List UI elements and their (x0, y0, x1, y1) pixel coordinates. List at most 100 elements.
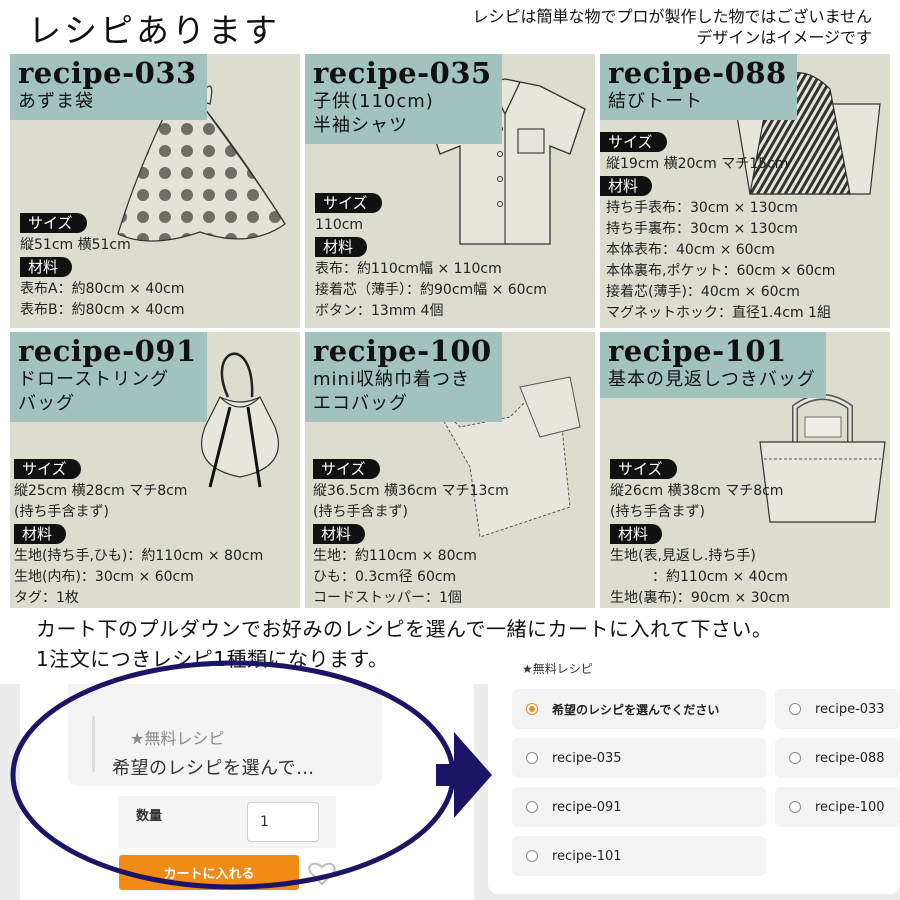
material-line: 表布：約110cm幅 × 110cm (315, 261, 502, 277)
radio-option-label: recipe-035 (552, 750, 622, 766)
radio-option-101[interactable]: recipe-101 (512, 836, 766, 876)
material-line: 生地：約110cm × 80cm (313, 548, 477, 564)
page-title: レシピあります (28, 11, 280, 50)
disclaimer-line: レシピは簡単な物でプロが製作した物ではございません (472, 7, 872, 26)
material-line: 本体表布：40cm × 60cm (606, 242, 775, 258)
recipe-tag: recipe-035 子供(110cm) 半袖シャツ (305, 54, 502, 144)
radio-option-label: recipe-033 (815, 701, 885, 717)
recipe-card-088: recipe-088 結びトート サイズ 縦19cm 横20cm マチ15cm … (600, 54, 890, 328)
size-line: (持ち手含まず) (14, 504, 109, 520)
recipe-name: 半袖シャツ (313, 115, 408, 136)
size-badge: サイズ (610, 459, 677, 479)
size-badge: サイズ (14, 459, 81, 479)
heart-icon[interactable] (308, 860, 336, 886)
recipe-tag: recipe-033 あずま袋 (10, 54, 207, 120)
recipe-code: recipe-091 (18, 334, 197, 368)
radio-selected-icon (526, 703, 538, 715)
recipe-tag: recipe-100 mini収納巾着つき エコバッグ (305, 332, 502, 422)
recipe-specs: サイズ 縦19cm 横20cm マチ15cm 材料 持ち手表布：30cm × 1… (600, 131, 835, 324)
material-line: タグ：1枚 (14, 590, 79, 606)
material-line: 接着芯(薄手)：40cm × 60cm (606, 284, 800, 300)
recipe-name: あずま袋 (18, 91, 94, 112)
size-line: 縦36.5cm 横36cm マチ13cm (313, 483, 509, 499)
recipe-code: recipe-088 (608, 56, 787, 90)
recipe-tag: recipe-088 結びトート (600, 54, 797, 120)
arrow-right-icon (436, 732, 492, 818)
material-line: 生地(持ち手,ひも)：約110cm × 80cm (14, 548, 264, 564)
material-badge: 材料 (600, 176, 653, 196)
material-line: 生地(内布)：30cm × 60cm (14, 569, 194, 585)
recipe-code: recipe-033 (18, 56, 197, 90)
recipe-specs: サイズ 縦25cm 横28cm マチ8cm (持ち手含まず) 材料 生地(持ち手… (14, 458, 263, 608)
radio-option-088[interactable]: recipe-088 (775, 738, 900, 778)
disclaimer-note: レシピは簡単な物でプロが製作した物ではございません デザインはイメージです (472, 6, 872, 48)
radio-icon (526, 850, 538, 862)
radio-option-label: recipe-091 (552, 799, 622, 815)
recipe-specs: サイズ 縦26cm 横38cm マチ8cm (持ち手含まず) 材料 生地(表,見… (610, 458, 790, 608)
size-badge: サイズ (313, 459, 380, 479)
select-value[interactable]: 希望のレシピを選んで… (112, 758, 315, 779)
eco-bag-illustration (429, 376, 581, 537)
material-line: 本体裏布,ポケット：60cm × 60cm (606, 263, 836, 279)
material-line: コードストッパー：1個 (313, 590, 462, 606)
material-line: 持ち手裏布：30cm × 130cm (606, 221, 798, 237)
material-line: 生地(裏布)：90cm × 30cm (610, 590, 790, 606)
quantity-label: 数量 (136, 809, 163, 824)
material-line: マグネットホック：直径1.4cm 1組 (606, 305, 831, 321)
material-line: 表布B：約80cm × 40cm (20, 302, 185, 318)
select-label: ★無料レシピ (130, 729, 225, 748)
radio-option-placeholder[interactable]: 希望のレシピを選んでください (512, 689, 766, 729)
recipe-card-091: recipe-091 ドローストリング バッグ サイズ 縦25cm 横28cm … (10, 332, 300, 608)
recipe-card-100: recipe-100 mini収納巾着つき エコバッグ サイズ 縦36.5cm … (305, 332, 595, 608)
radio-option-label: recipe-100 (815, 799, 885, 815)
recipe-name: 子供(110cm) (313, 91, 434, 112)
radio-option-label: 希望のレシピを選んでください (552, 702, 720, 717)
material-badge: 材料 (313, 524, 366, 544)
recipe-name: エコバッグ (313, 393, 408, 414)
material-badge: 材料 (610, 524, 663, 544)
radio-option-100[interactable]: recipe-100 (775, 787, 900, 827)
recipe-specs: サイズ 縦51cm 横51cm 材料 表布A：約80cm × 40cm 表布B：… (20, 212, 185, 321)
material-line: ボタン：13mm 4個 (315, 303, 444, 319)
radio-icon (789, 703, 801, 715)
recipe-card-101: recipe-101 基本の見返しつきバッグ サイズ 縦26cm 横38cm マ… (600, 332, 890, 608)
material-line: 表布A：約80cm × 40cm (20, 281, 185, 297)
lined-bag-illustration (759, 394, 886, 523)
recipe-name: mini収納巾着つき (313, 369, 470, 390)
recipe-tag: recipe-101 基本の見返しつきバッグ (600, 332, 826, 398)
radio-option-033[interactable]: recipe-033 (775, 689, 900, 729)
recipe-card-033: recipe-033 あずま袋 サイズ 縦51cm 横51cm 材料 表布A：約… (10, 54, 300, 328)
recipe-code: recipe-035 (313, 56, 492, 90)
material-line: 持ち手表布：30cm × 130cm (606, 200, 798, 216)
size-line: (持ち手含まず) (610, 504, 705, 520)
recipe-name: 基本の見返しつきバッグ (608, 369, 816, 390)
recipe-name: バッグ (18, 393, 75, 414)
drawstring-bag-illustration (201, 352, 279, 488)
options-heading: ★無料レシピ (522, 662, 593, 676)
size-badge: サイズ (315, 193, 382, 213)
recipe-specs: サイズ 縦36.5cm 横36cm マチ13cm (持ち手含まず) 材料 生地：… (313, 458, 509, 608)
radio-icon (789, 752, 801, 764)
size-line: 縦26cm 横38cm マチ8cm (610, 483, 784, 499)
size-line: 110cm (315, 217, 364, 233)
material-badge: 材料 (315, 237, 368, 257)
size-line: (持ち手含まず) (313, 504, 408, 520)
radio-option-label: recipe-088 (815, 750, 885, 766)
add-to-cart-button[interactable]: カートに入れる (119, 855, 299, 890)
recipe-tag: recipe-091 ドローストリング バッグ (10, 332, 207, 422)
size-badge: サイズ (20, 213, 87, 233)
radio-option-091[interactable]: recipe-091 (512, 787, 766, 827)
recipe-code: recipe-100 (313, 334, 492, 368)
radio-icon (526, 801, 538, 813)
size-line: 縦51cm 横51cm (20, 237, 131, 253)
radio-icon (526, 752, 538, 764)
recipe-card-035: recipe-035 子供(110cm) 半袖シャツ サイズ 110cm 材料 … (305, 54, 595, 328)
recipe-code: recipe-101 (608, 334, 787, 368)
quantity-input[interactable] (247, 802, 319, 842)
material-line: ：約110cm × 40cm (610, 569, 788, 585)
select-divider (92, 716, 95, 772)
material-badge: 材料 (14, 524, 67, 544)
recipe-name: ドローストリング (18, 369, 170, 390)
material-badge: 材料 (20, 257, 73, 277)
radio-option-035[interactable]: recipe-035 (512, 738, 766, 778)
